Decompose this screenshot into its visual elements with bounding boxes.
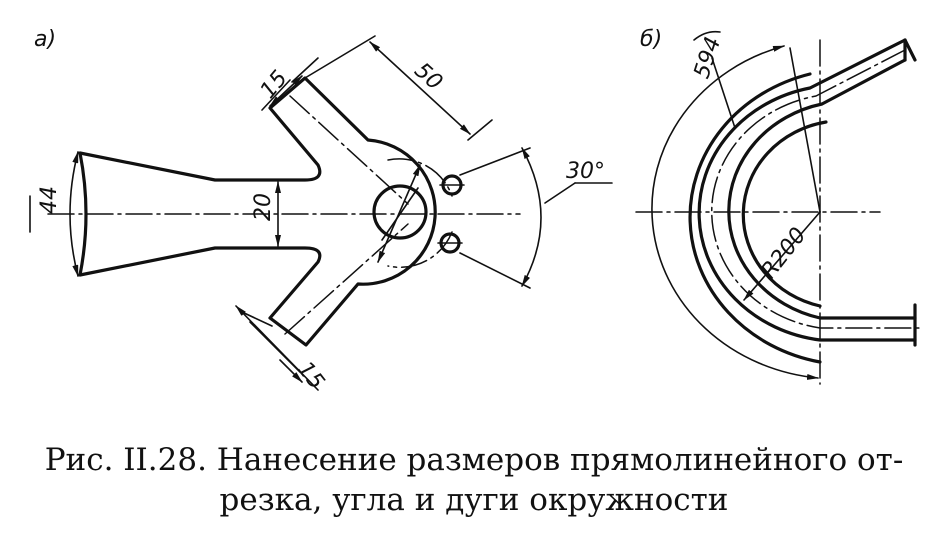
drawing-b: б) 594 R200 — [635, 27, 921, 385]
figure-caption: Рис. II.28. Нанесение размеров прямолине… — [0, 440, 948, 520]
dim-line-44 — [69, 151, 79, 277]
part-outline — [78, 76, 437, 347]
arc-sign-594 — [693, 30, 721, 41]
diameter-leader — [377, 164, 421, 263]
dim-line-r200 — [743, 211, 821, 301]
bolt-circle-lower — [387, 231, 453, 269]
drawing-a: а) 44 20 15 — [29, 27, 613, 394]
panel-label-a: а) — [34, 27, 56, 52]
outer-arc — [688, 72, 822, 364]
dim-50: 50 — [409, 58, 447, 95]
dim-line-15-top — [269, 75, 303, 107]
dim-line-15-bottom — [235, 305, 319, 391]
dim-r200: R200 — [757, 223, 812, 284]
technical-drawing: а) 44 20 15 — [29, 27, 921, 394]
caption-line-1: Рис. II.28. Нанесение размеров прямолине… — [44, 442, 904, 478]
radius-ext-line — [789, 47, 821, 213]
bolt-circle-upper — [387, 158, 453, 197]
dim-arc-594 — [651, 45, 819, 380]
panel-label-b: б) — [640, 27, 662, 52]
dim-20: 20 — [251, 193, 276, 221]
ext-line — [459, 252, 531, 289]
dim-line-15-bottom — [279, 359, 303, 383]
dim-line-50 — [369, 41, 471, 135]
ext-line — [241, 311, 273, 327]
dim-44: 44 — [37, 186, 62, 214]
band-end-top — [903, 38, 917, 62]
dim-angle: 30° — [566, 159, 605, 184]
ext-line — [304, 35, 376, 79]
angle-leader — [544, 182, 576, 204]
diameter-leader — [381, 187, 419, 241]
ext-line — [459, 147, 531, 176]
dim-angle-arc — [521, 147, 542, 287]
ext-line — [467, 119, 493, 141]
arc-leader — [711, 57, 736, 129]
dim-15-bottom: 15 — [292, 357, 329, 394]
caption-line-2: резка, угла и дуги окружности — [219, 482, 729, 518]
dim-594: 594 — [690, 34, 727, 82]
outer-band-inner-edge — [697, 38, 917, 342]
dim-15-top: 15 — [256, 66, 293, 104]
